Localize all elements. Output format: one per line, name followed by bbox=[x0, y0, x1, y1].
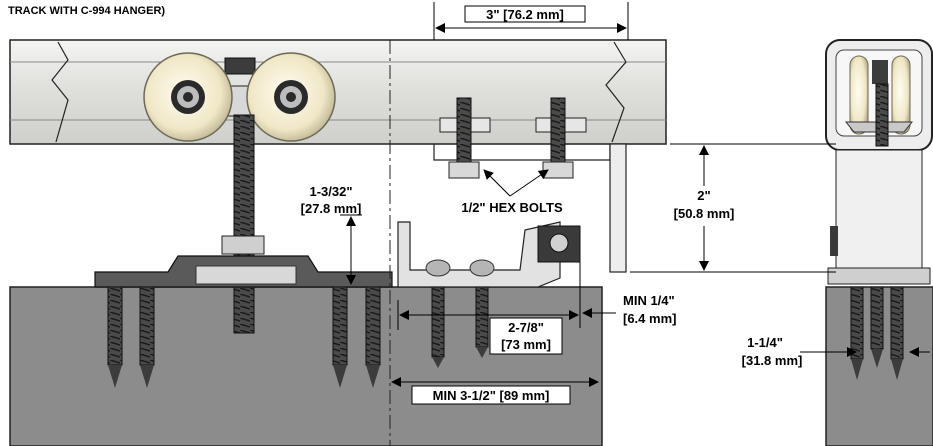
hanger-height-mm: [27.8 mm] bbox=[301, 201, 362, 216]
roller-right bbox=[246, 52, 336, 142]
side-bracket bbox=[835, 149, 923, 273]
trolley bbox=[143, 52, 336, 142]
bracket-height-in: 2" bbox=[697, 188, 710, 203]
side-width-mm: [31.8 mm] bbox=[742, 353, 803, 368]
dim-min-width bbox=[391, 377, 599, 405]
mounting-bracket bbox=[433, 97, 627, 273]
bracket-height-mm: [50.8 mm] bbox=[674, 206, 735, 221]
min-offset-mm: [6.4 mm] bbox=[623, 311, 676, 326]
lag-screws-left bbox=[107, 286, 381, 388]
min-width-label: MIN 3-1/2" [89 mm] bbox=[433, 388, 550, 403]
header-block bbox=[9, 286, 603, 446]
dim-bracket-width bbox=[397, 300, 579, 355]
dim-min-offset bbox=[579, 262, 616, 328]
side-screws bbox=[850, 83, 904, 380]
header-caption: TRACK WITH C-994 HANGER) bbox=[8, 5, 165, 17]
support-bracket bbox=[397, 221, 581, 368]
hanger-rod bbox=[233, 114, 255, 334]
dim-hanger-height bbox=[340, 214, 362, 285]
hex-bolts-label: 1/2" HEX BOLTS bbox=[461, 200, 563, 215]
hanger-nut bbox=[221, 235, 265, 255]
side-width-in: 1-1/4" bbox=[747, 335, 783, 350]
min-offset-in: MIN 1/4" bbox=[623, 293, 675, 308]
track bbox=[9, 39, 667, 145]
dim-bolt-spacing bbox=[433, 2, 629, 40]
hanger-height-in: 1-3/32" bbox=[309, 184, 352, 199]
bracket-width-mm: [73 mm] bbox=[501, 337, 551, 352]
bracket-width-in: 2-7/8" bbox=[508, 320, 544, 335]
hex-bolts-leader bbox=[483, 169, 549, 197]
roller-left bbox=[143, 52, 233, 142]
bolt-spacing-label: 3" [76.2 mm] bbox=[486, 7, 564, 22]
